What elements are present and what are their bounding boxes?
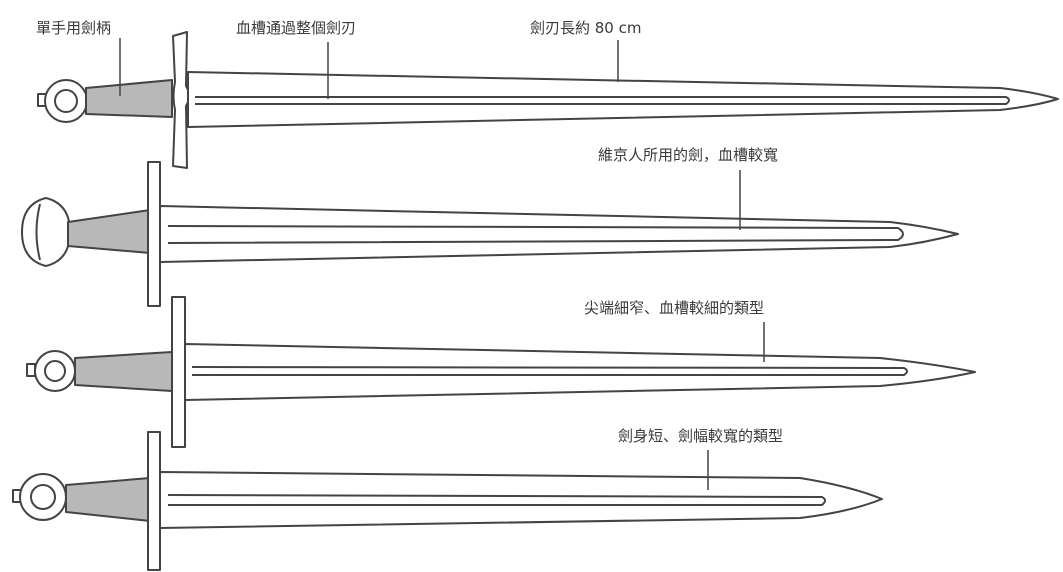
sword-1-crossguard xyxy=(172,31,190,169)
sword-1-grip xyxy=(85,79,173,118)
sword-4-blade xyxy=(159,471,883,529)
sword-1-fuller xyxy=(195,96,1010,105)
label-one-handed-grip: 單手用劍柄 xyxy=(36,19,112,37)
sword-1-pommel-inner xyxy=(54,89,78,113)
sword-1 xyxy=(37,31,1059,169)
sword-2-blade xyxy=(159,205,959,263)
sword-2-pommel xyxy=(21,197,71,267)
sword-3-grip xyxy=(74,351,173,392)
sword-3-crossguard xyxy=(171,296,186,448)
label-blade-length: 劍刃長約 80 cm xyxy=(530,19,642,37)
sword-3-blade xyxy=(184,343,976,401)
sword-3-pommel-inner xyxy=(44,360,66,382)
label-short-wide-type: 劍身短、劍幅較寬的類型 xyxy=(618,427,784,445)
sword-4-crossguard xyxy=(147,431,161,571)
label-fuller-full-length: 血槽通過整個劍刃 xyxy=(236,19,357,37)
sword-1-blade xyxy=(187,71,1059,128)
sword-3-fuller xyxy=(191,366,908,376)
sword-4 xyxy=(12,431,883,571)
sword-2-crossguard xyxy=(147,161,161,307)
sword-2-fuller xyxy=(167,225,904,244)
sword-4-fuller xyxy=(167,494,826,506)
sword-2 xyxy=(21,161,959,307)
sword-3-pommel-button xyxy=(26,363,36,377)
label-viking-sword: 維京人所用的劍，血槽較寬 xyxy=(598,146,779,164)
sword-3 xyxy=(26,296,976,448)
label-narrow-tip-type: 尖端細窄、血槽較細的類型 xyxy=(584,299,765,317)
sword-2-grip xyxy=(67,209,151,254)
sword-4-grip xyxy=(65,477,151,522)
sword-4-pommel-inner xyxy=(30,484,56,510)
sword-2-pommel-inner xyxy=(35,203,41,261)
